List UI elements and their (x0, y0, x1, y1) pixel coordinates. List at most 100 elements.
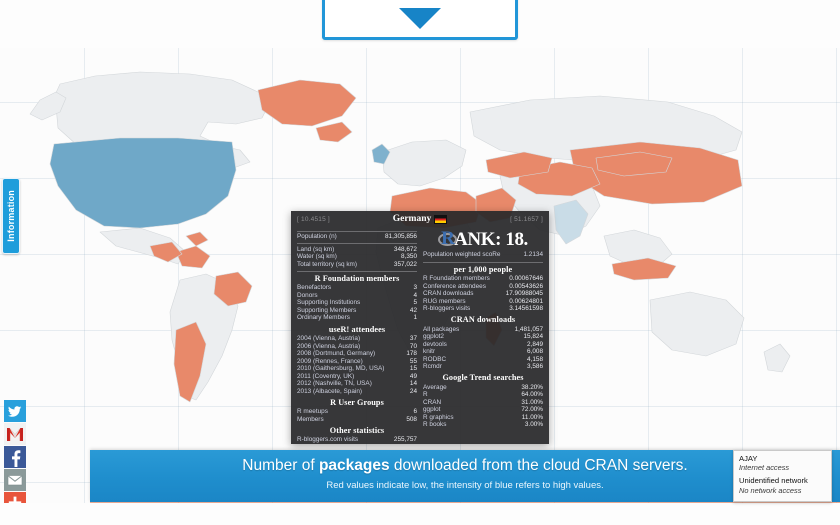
stat-label: ggplot (423, 406, 441, 414)
stat-label: Population (n) (297, 233, 337, 241)
email-icon[interactable] (4, 469, 26, 491)
country-indonesia[interactable] (611, 257, 677, 281)
information-tab[interactable]: Information (2, 178, 20, 254)
country-kazakh[interactable] (485, 151, 553, 179)
stat-value: 5 (413, 299, 417, 307)
country-alaska[interactable] (29, 91, 67, 121)
list-item: devtools 2,849 (423, 341, 543, 349)
section-title-cran: CRAN downloads (450, 315, 516, 325)
stat-label: Supporting Members (297, 306, 357, 314)
stat-value: 357,022 (393, 260, 417, 268)
stat-label: devtools (423, 340, 447, 348)
country-seasia[interactable] (603, 229, 673, 267)
stat-label: RODBC (423, 355, 447, 363)
country-carib[interactable] (185, 231, 209, 247)
information-tab-label: Information (6, 190, 16, 242)
rank-display: R ANK: 18. (423, 227, 543, 250)
stat-label: Members (297, 415, 324, 423)
list-item: R 64.00% (423, 392, 543, 400)
chevron-down-icon[interactable] (399, 8, 441, 29)
country-europe[interactable] (381, 139, 467, 187)
stat-value: 64.00% (521, 391, 543, 399)
rank-text: ANK: 18. (454, 228, 528, 250)
country-name-text: Germany (392, 214, 432, 224)
divider (297, 230, 417, 232)
stat-value: 17.90988045 (505, 290, 543, 298)
stat-value: 24 (409, 387, 417, 395)
country-iceland[interactable] (315, 121, 353, 143)
stat-label: Population weighted scoRe (423, 250, 501, 258)
bottom-banner[interactable]: Number of packages downloaded from the c… (90, 450, 840, 502)
tooltip-right-column: R ANK: 18. Population weighted scoRe 1.2… (423, 229, 543, 444)
banner-headline: Number of packages downloaded from the c… (90, 450, 840, 475)
country-uk[interactable] (371, 143, 391, 165)
country-detail-tooltip[interactable]: [ 10.4515 ] Germany [ 51.1657 ] Populati… (291, 211, 549, 444)
banner-headline-emphasis: packages (318, 457, 390, 474)
section-title-user-attendees: useR! attendees (328, 324, 386, 334)
stat-label: 2004 (Vienna, Austria) (297, 335, 361, 343)
network-flyout[interactable]: AJAY Internet access Unidentified networ… (733, 450, 832, 502)
country-australia[interactable] (649, 291, 745, 357)
list-item: 2012 (Nashville, TN, USA)14 (297, 380, 417, 389)
section-title-per-1000: per 1,000 people (453, 264, 513, 274)
stat-value: 81,305,856 (385, 233, 417, 241)
stat-label: CRAN downloads (423, 290, 474, 298)
stat-label: R-bloggers.com visits (297, 436, 359, 444)
stat-label: Rcmdr (423, 363, 442, 371)
stat-label: 2008 (Dortmund, Germany) (297, 350, 376, 358)
list-item: Supporting Members 42 (297, 306, 417, 316)
stat-value: 3 (413, 284, 417, 292)
stat-value: 31.00% (521, 398, 543, 406)
country-newzealand[interactable] (763, 343, 791, 373)
rank-block: R ANK: 18. Population weighted scoRe 1.2… (423, 227, 543, 259)
gmail-icon[interactable] (4, 423, 26, 445)
stat-value: 70 (409, 342, 417, 350)
network-ssid[interactable]: AJAY (739, 454, 758, 463)
country-centralam[interactable] (149, 241, 183, 263)
stat-value: 37 (409, 335, 417, 343)
facebook-icon[interactable] (4, 446, 26, 468)
divider (297, 243, 417, 245)
stat-label: R-bloggers visits (423, 305, 471, 313)
twitter-icon[interactable] (4, 400, 26, 422)
stat-label: 2010 (Gaithersburg, MD, USA) (297, 365, 385, 373)
country-india[interactable] (553, 199, 589, 245)
country-greenland[interactable] (257, 79, 357, 127)
stat-label: R (423, 391, 428, 399)
r-logo-letter: R (441, 227, 455, 249)
country-usa[interactable] (49, 137, 237, 229)
stat-value: 1,481,057 (514, 325, 543, 333)
country-brazil-ne[interactable] (213, 271, 253, 307)
top-dropdown-panel[interactable] (322, 0, 518, 40)
stat-value: 6,008 (527, 348, 543, 356)
stat-value: 42 (409, 306, 417, 314)
country-mongolia[interactable] (595, 151, 673, 177)
stat-label: R Foundation members (423, 275, 490, 283)
tooltip-header: [ 10.4515 ] Germany [ 51.1657 ] (297, 214, 543, 225)
stat-value: 4,158 (527, 355, 543, 363)
country-venezuela[interactable] (175, 245, 211, 269)
banner-subtext: Red values indicate low, the intensity o… (326, 480, 604, 491)
stat-total-territory: Total territory (sq km) 357,022 (297, 261, 417, 269)
network-other-name[interactable]: Unidentified network (739, 476, 808, 486)
stat-label: Land (sq km) (297, 245, 335, 253)
stat-value: 255,757 (393, 436, 417, 444)
weighted-score-row: Population weighted scoRe 1.2134 (423, 250, 543, 259)
stat-value: 0.00624801 (509, 297, 543, 305)
country-chile-arg[interactable] (173, 321, 207, 403)
stat-value: 38.20% (521, 383, 543, 391)
stat-value: 2,849 (527, 340, 543, 348)
social-share-rail[interactable] (4, 400, 26, 515)
